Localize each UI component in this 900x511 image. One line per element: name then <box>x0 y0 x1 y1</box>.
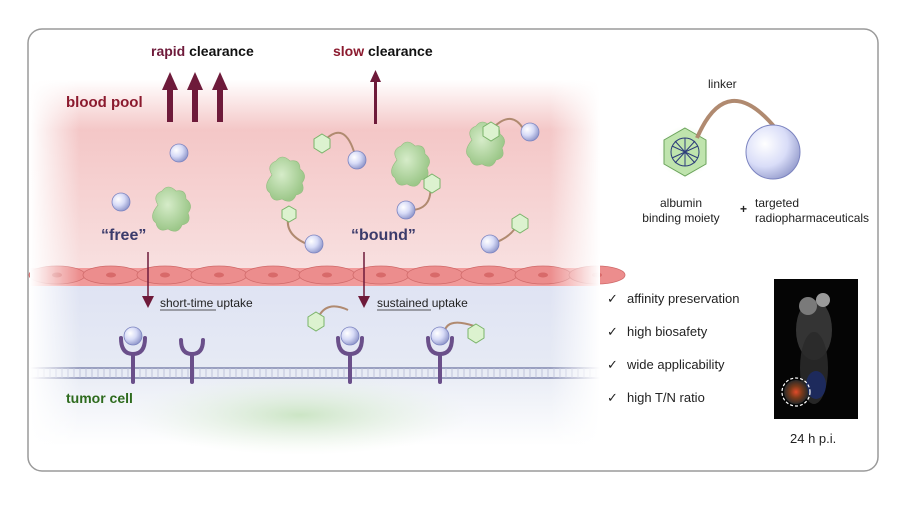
targeted-radiopharmaceuticals-label: targeted radiopharmaceuticals <box>755 196 869 226</box>
plus-sign: + <box>740 202 748 216</box>
short-uptake-suffix: uptake <box>213 296 253 310</box>
benefit-text: high T/N ratio <box>627 390 705 405</box>
blood-pool-label: blood pool <box>66 94 143 111</box>
receptor-bound-spheres <box>123 326 450 346</box>
benefit-text: high biosafety <box>627 324 708 339</box>
rapid-word: rapid <box>151 43 186 59</box>
endothelial-layer <box>28 265 626 286</box>
albumin-line-1: albumin <box>659 196 703 210</box>
imaging-timepoint-label: 24 h p.i. <box>790 431 837 446</box>
benefit-item: ✓ affinity preservation <box>607 291 777 324</box>
benefit-item: ✓ high T/N ratio <box>607 390 777 423</box>
benefit-item: ✓ high biosafety <box>607 324 777 357</box>
sustained-uptake-suffix: uptake <box>428 296 468 310</box>
bound-label: “bound” <box>351 227 416 244</box>
free-label: “free” <box>101 227 147 244</box>
construct-diagram <box>659 99 801 180</box>
cell-nucleus <box>214 272 224 278</box>
slow-clearance-arrow <box>370 70 381 124</box>
cell-nucleus <box>322 272 332 278</box>
cell-nucleus <box>106 272 116 278</box>
slow-clearance-label: slow clearance <box>333 43 433 59</box>
rapid-clearance-suffix: clearance <box>185 43 254 59</box>
check-icon: ✓ <box>607 390 618 405</box>
benefit-text: affinity preservation <box>627 291 740 306</box>
benefit-text: wide applicability <box>627 357 725 372</box>
benefits-list: ✓ affinity preservation ✓ high biosafety ✓… <box>607 291 777 423</box>
free-spheres <box>111 143 189 212</box>
sustained-word: sustained <box>377 296 429 310</box>
targeted-line-1: targeted <box>755 196 800 210</box>
linker-label: linker <box>708 77 737 91</box>
albumin-line-2: binding moiety <box>642 211 720 225</box>
check-icon: ✓ <box>607 357 618 372</box>
short-time-word: short-time <box>160 296 214 310</box>
slow-word: slow <box>333 43 365 59</box>
albumin-binding-moiety-label: albumin binding moiety <box>626 196 736 226</box>
cell-nucleus <box>484 272 494 278</box>
albumin-molecules <box>152 121 505 232</box>
benefit-item: ✓ wide applicability <box>607 357 777 390</box>
pet-image-panel <box>774 279 858 419</box>
targeted-line-2: radiopharmaceuticals <box>755 211 870 225</box>
rapid-clearance-label: rapid clearance <box>151 43 254 59</box>
cell-nucleus <box>160 272 170 278</box>
receptors <box>119 336 454 384</box>
bound-spheres <box>304 122 540 254</box>
sustained-uptake-label: sustained uptake <box>377 296 468 310</box>
slow-clearance-suffix: clearance <box>364 43 433 59</box>
check-icon: ✓ <box>607 324 618 339</box>
cell-nucleus <box>538 272 548 278</box>
cell-nucleus <box>268 272 278 278</box>
ligand-hexagons <box>281 121 529 344</box>
rapid-clearance-arrows <box>162 72 228 122</box>
cell-nucleus <box>430 272 440 278</box>
check-icon: ✓ <box>607 291 618 306</box>
short-time-uptake-label: short-time uptake <box>160 296 253 310</box>
cell-nucleus <box>376 272 386 278</box>
tumor-cell-label: tumor cell <box>66 390 133 406</box>
tumor-glow <box>130 375 470 455</box>
